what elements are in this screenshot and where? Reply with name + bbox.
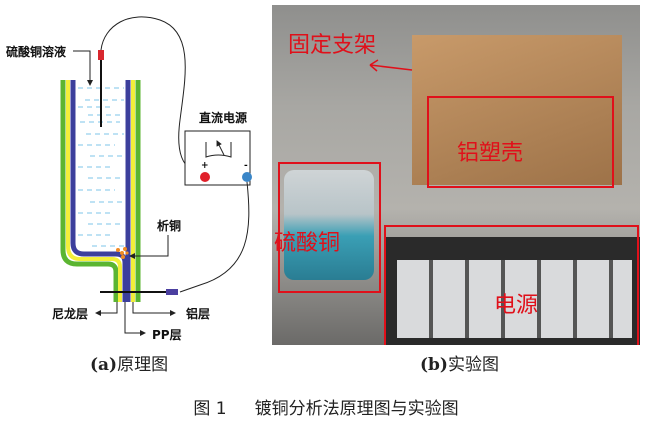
pp-layer — [66, 80, 135, 302]
batteries — [397, 260, 632, 338]
box-power — [384, 225, 639, 345]
experiment-photo: 固定支架 铝塑壳 硫酸铜 电源 — [272, 5, 640, 345]
dc-power-box: + - — [184, 130, 252, 186]
leader-lines — [73, 50, 176, 336]
wire-negative — [179, 181, 250, 293]
label-cuso4-solution: 硫酸铜溶液 — [6, 45, 67, 59]
cardboard-bracket — [412, 35, 622, 185]
label-copper-deposit: 析铜 — [157, 219, 182, 233]
label-bracket: 固定支架 — [288, 33, 377, 58]
bracket-arrow — [369, 59, 413, 72]
subcaption-a: (a)原理图 — [90, 355, 169, 375]
label-aluminum-layer: 铝层 — [186, 307, 211, 321]
copper-deposit — [116, 247, 129, 259]
aluminum-layer — [70, 80, 131, 302]
box-shell — [427, 96, 614, 188]
label-pp-layer: PP层 — [152, 328, 182, 342]
label-power: 电源 — [494, 293, 539, 318]
anode-electrode — [98, 50, 104, 127]
box-cuso4 — [278, 162, 381, 293]
principle-diagram: + - — [60, 16, 252, 336]
minus-sign: - — [244, 161, 248, 171]
subcaption-b: (b)实验图 — [420, 355, 499, 375]
cathode-rod — [100, 289, 178, 295]
wire-positive — [100, 16, 206, 178]
positive-terminal — [200, 172, 210, 182]
label-dc-power: 直流电源 — [199, 111, 248, 125]
nylon-layer — [60, 80, 141, 302]
beaker — [284, 170, 374, 280]
label-nylon-layer: 尼龙层 — [52, 307, 89, 321]
negative-terminal — [242, 172, 252, 182]
label-cuso4: 硫酸铜 — [274, 231, 341, 256]
label-shell: 铝塑壳 — [457, 141, 524, 166]
plus-sign: + — [201, 161, 209, 171]
